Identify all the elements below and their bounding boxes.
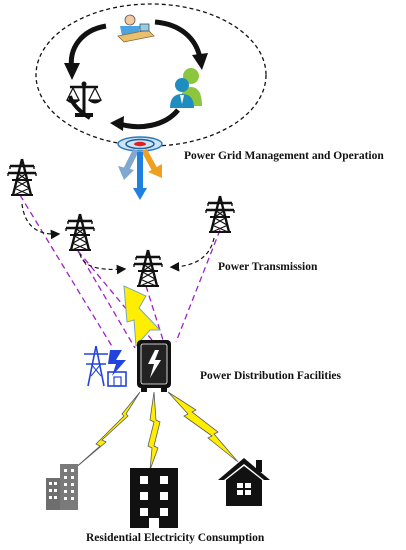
lightning-bolt-icon — [123, 285, 162, 348]
transmission-label: Power Transmission — [218, 261, 318, 273]
users-icon — [170, 68, 202, 108]
consumption-label: Residential Electricity Consumption — [86, 532, 265, 544]
cycle-arrow-top-right — [154, 19, 203, 59]
scales-icon — [66, 81, 102, 117]
management-label: Power Grid Management and Operation — [184, 150, 384, 162]
lightning-bolt-icon — [147, 391, 161, 471]
transmission-tower-icon — [132, 248, 164, 288]
control-center-icon — [117, 136, 163, 152]
office-building-icon — [46, 464, 78, 510]
transmission-tower-icon — [204, 194, 236, 234]
dashed-links — [19, 194, 221, 349]
management-cycle — [35, 3, 267, 200]
regulator-desk-icon — [117, 14, 155, 43]
lightning-bolt-icon — [167, 391, 239, 463]
distribution-box-icon — [137, 340, 171, 392]
management-output-arrows — [118, 148, 162, 200]
transmission-arrows — [21, 203, 215, 275]
substation-icon — [84, 345, 127, 387]
cycle-arrow-bottom-right — [119, 108, 180, 130]
apartment-building-icon — [130, 468, 178, 528]
distribution-label: Power Distribution Facilities — [200, 370, 341, 382]
transmission-tower-icon — [64, 212, 96, 252]
lightning-bolt-icon — [65, 391, 141, 477]
transmission-tower-icon — [6, 157, 38, 197]
house-icon — [218, 458, 270, 506]
